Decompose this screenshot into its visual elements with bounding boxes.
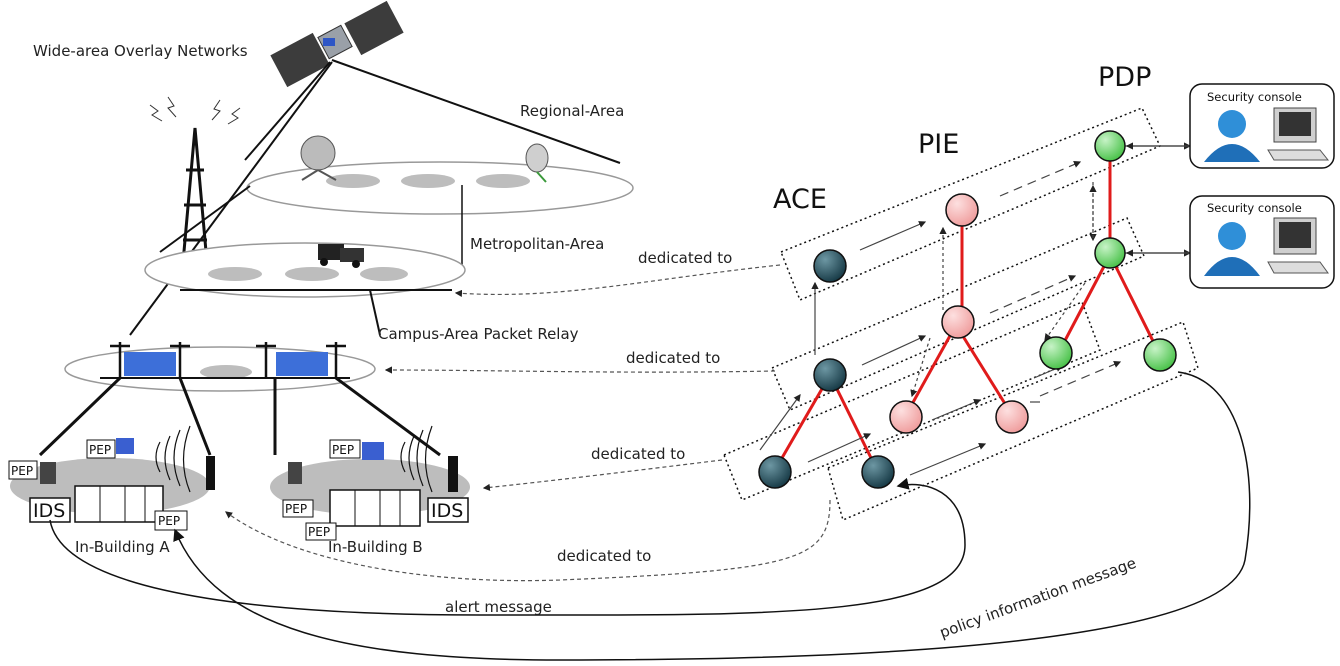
metropolitan-area-label: Metropolitan-Area [470, 235, 604, 253]
ace-nodes [758, 249, 895, 489]
security-console-1: Security console [1189, 83, 1335, 169]
pie-nodes [889, 193, 1029, 434]
regional-area-label: Regional-Area [520, 102, 624, 120]
dedicated-to-label-3: dedicated to [591, 445, 685, 463]
ace-node [813, 358, 847, 392]
computer-icon [1267, 217, 1329, 274]
policy-information-curve [173, 371, 1251, 661]
pep-tag-b3: PEP [308, 525, 330, 539]
server-rack-icon [329, 489, 421, 527]
policy-information-label: policy information message [937, 554, 1138, 642]
pdp-node [1094, 130, 1126, 162]
pdp-node [1094, 237, 1126, 269]
pep-tag-b2: PEP [285, 502, 307, 516]
pie-node [995, 400, 1029, 434]
hierarchy-links [773, 150, 1162, 471]
overlay-networks-title: Wide-area Overlay Networks [33, 42, 248, 60]
console-1-label: Security console [1207, 90, 1302, 104]
pep-tag-a1: PEP [11, 464, 33, 478]
wireless-signal-arcs [155, 425, 433, 493]
pdp-label: PDP [1098, 62, 1151, 93]
computer-icon [288, 462, 302, 484]
computer-icon [116, 438, 134, 454]
flow-arrows [759, 142, 1192, 476]
ids-tag-b: IDS [431, 500, 463, 522]
computer-icon [362, 442, 384, 460]
regional-area-plane [246, 161, 634, 215]
server-rack-icon [74, 485, 164, 523]
ace-node [758, 455, 792, 489]
dedicated-to-label-4: dedicated to [557, 547, 651, 565]
ace-node [861, 455, 895, 489]
pep-tag-b1: PEP [332, 443, 354, 457]
pie-node [941, 305, 975, 339]
ace-label: ACE [773, 184, 827, 215]
radio-tower-icon [206, 456, 215, 490]
pie-node [889, 400, 923, 434]
relay-cluster-right [276, 352, 328, 376]
ids-tag-a: IDS [33, 500, 65, 522]
user-icon [1204, 222, 1260, 276]
user-icon [1204, 110, 1260, 162]
satellite-icon [270, 0, 404, 88]
satellite-dish-icon [300, 135, 337, 181]
alert-message-label: alert message [445, 598, 552, 616]
campus-area-label: Campus-Area Packet Relay [378, 325, 579, 343]
alert-message-curve [49, 477, 966, 616]
pie-node [945, 193, 979, 227]
building-a-label: In-Building A [75, 538, 170, 556]
pdp-node [1039, 336, 1073, 370]
vehicle-icon [318, 244, 364, 268]
pie-label: PIE [918, 129, 959, 160]
dedicated-to-label-1: dedicated to [638, 249, 732, 267]
campus-relay-antennas [100, 342, 350, 379]
dedicated-to-label-2: dedicated to [626, 349, 720, 367]
computer-icon [40, 462, 56, 484]
building-b-label: In-Building B [328, 538, 423, 556]
pdp-nodes [1039, 130, 1177, 372]
computer-icon [1267, 107, 1330, 161]
radio-tower-icon [448, 456, 458, 492]
ace-node [813, 249, 847, 283]
console-2-label: Security console [1207, 201, 1302, 215]
security-console-2: Security console [1189, 195, 1335, 289]
pep-tag-a3: PEP [158, 514, 180, 528]
pdp-node [1143, 338, 1177, 372]
relay-cluster-left [124, 352, 176, 376]
satellite-dish-icon [525, 143, 549, 183]
pep-tag-a2: PEP [89, 443, 111, 457]
dedicated-links [225, 264, 831, 582]
